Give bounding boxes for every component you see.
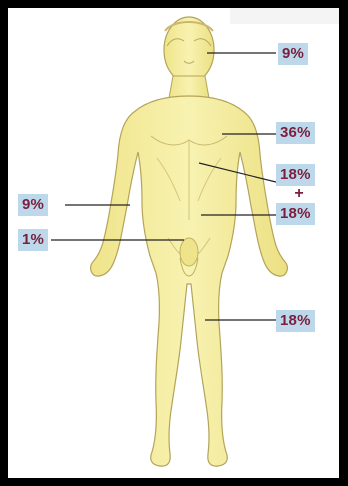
arm-percentage-label: 9% xyxy=(18,194,48,216)
head-percentage-label: 9% xyxy=(278,43,308,65)
leg-percentage-label: 18% xyxy=(276,310,315,332)
front-trunk-percentage-label: 18% xyxy=(276,164,315,186)
body-silhouette xyxy=(91,17,288,466)
plus-sign: + xyxy=(290,186,308,202)
groin-percentage-label: 1% xyxy=(18,229,48,251)
back-trunk-percentage-label: 18% xyxy=(276,203,315,225)
chest-percentage-label: 36% xyxy=(276,122,315,144)
human-body-figure xyxy=(8,8,339,478)
diagram-frame: 9% 36% 18% + 18% 9% 1% 18% xyxy=(8,8,339,478)
